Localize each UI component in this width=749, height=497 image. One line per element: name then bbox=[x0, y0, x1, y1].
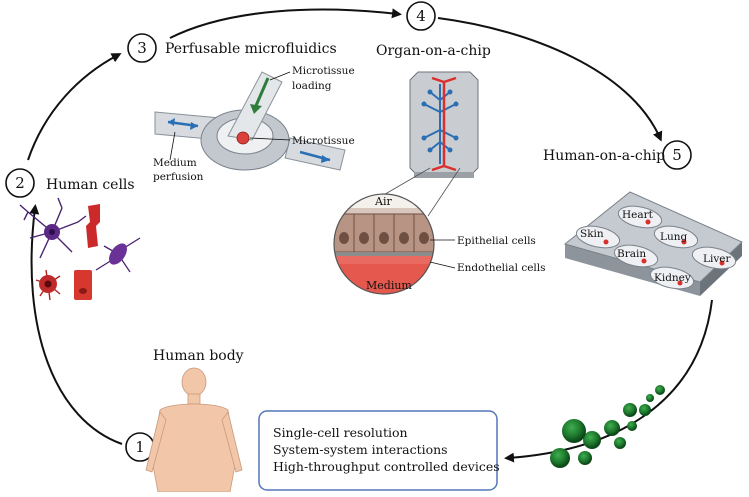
organ-label-skin: Skin bbox=[580, 228, 604, 240]
step-5-number: 5 bbox=[672, 146, 682, 164]
step-5-marker: 5 bbox=[662, 140, 692, 170]
human-chip-plate bbox=[563, 191, 743, 296]
glial-cell-icon bbox=[95, 237, 141, 273]
human-body-silhouette bbox=[145, 367, 243, 493]
arrow-4-to-5 bbox=[437, 17, 663, 142]
microtissue-label: Microtissue bbox=[292, 135, 355, 147]
summary-line-1: Single-cell resolution bbox=[273, 425, 408, 440]
microfluidics-illustration bbox=[154, 71, 346, 171]
step-3-marker: 3 bbox=[127, 33, 157, 63]
step-4-number: 4 bbox=[416, 7, 426, 25]
microtissue-sphere bbox=[236, 131, 250, 145]
epithelial-cell-icon bbox=[74, 270, 92, 300]
organ-label-heart: Heart bbox=[622, 209, 654, 221]
organ-label-brain: Brain bbox=[617, 248, 646, 260]
organ-label-kidney: Kidney bbox=[654, 272, 691, 284]
microtissue-spheres bbox=[550, 385, 665, 468]
step-5-label: Human-on-a-chip bbox=[543, 148, 665, 164]
medium-label: Medium bbox=[366, 279, 412, 292]
arrow-2-to-3 bbox=[27, 53, 122, 161]
organ-label-liver: Liver bbox=[703, 253, 731, 265]
step-1-label: Human body bbox=[153, 348, 244, 364]
arrow-1-to-2 bbox=[29, 204, 123, 445]
step-3-label: Perfusable microfluidics bbox=[165, 41, 337, 57]
medium-perfusion-label-1: Medium bbox=[153, 157, 197, 169]
arrow-3-to-4 bbox=[169, 8, 402, 39]
step-2-number: 2 bbox=[15, 174, 25, 192]
step-4-label: Organ-on-a-chip bbox=[376, 43, 491, 59]
summary-line-2: System-system interactions bbox=[273, 442, 448, 457]
neuron-cell-icon bbox=[19, 197, 87, 259]
summary-line-3: High-throughput controlled devices bbox=[273, 459, 500, 474]
air-label: Air bbox=[374, 195, 392, 208]
medium-perfusion-label-2: perfusion bbox=[153, 171, 204, 183]
microtissue-loading-label-1: Microtissue bbox=[292, 65, 355, 77]
microtissue-loading-label-2: loading bbox=[292, 80, 332, 92]
epithelial-cells-label: Epithelial cells bbox=[457, 235, 536, 247]
summary-box bbox=[258, 410, 498, 491]
human-cells-illustration bbox=[19, 197, 141, 301]
endothelial-cells-label: Endothelial cells bbox=[457, 262, 546, 274]
step-2-marker: 2 bbox=[5, 168, 35, 198]
tissue-zoom-circle bbox=[333, 193, 456, 295]
step-1-number: 1 bbox=[135, 438, 145, 456]
organ-label-lung: Lung bbox=[660, 231, 687, 243]
step-4-marker: 4 bbox=[406, 1, 436, 31]
step-3-number: 3 bbox=[137, 39, 147, 57]
organ-chip-illustration bbox=[343, 71, 479, 219]
step-2-label: Human cells bbox=[46, 177, 135, 193]
red-fiber-cell-icon bbox=[86, 204, 100, 248]
